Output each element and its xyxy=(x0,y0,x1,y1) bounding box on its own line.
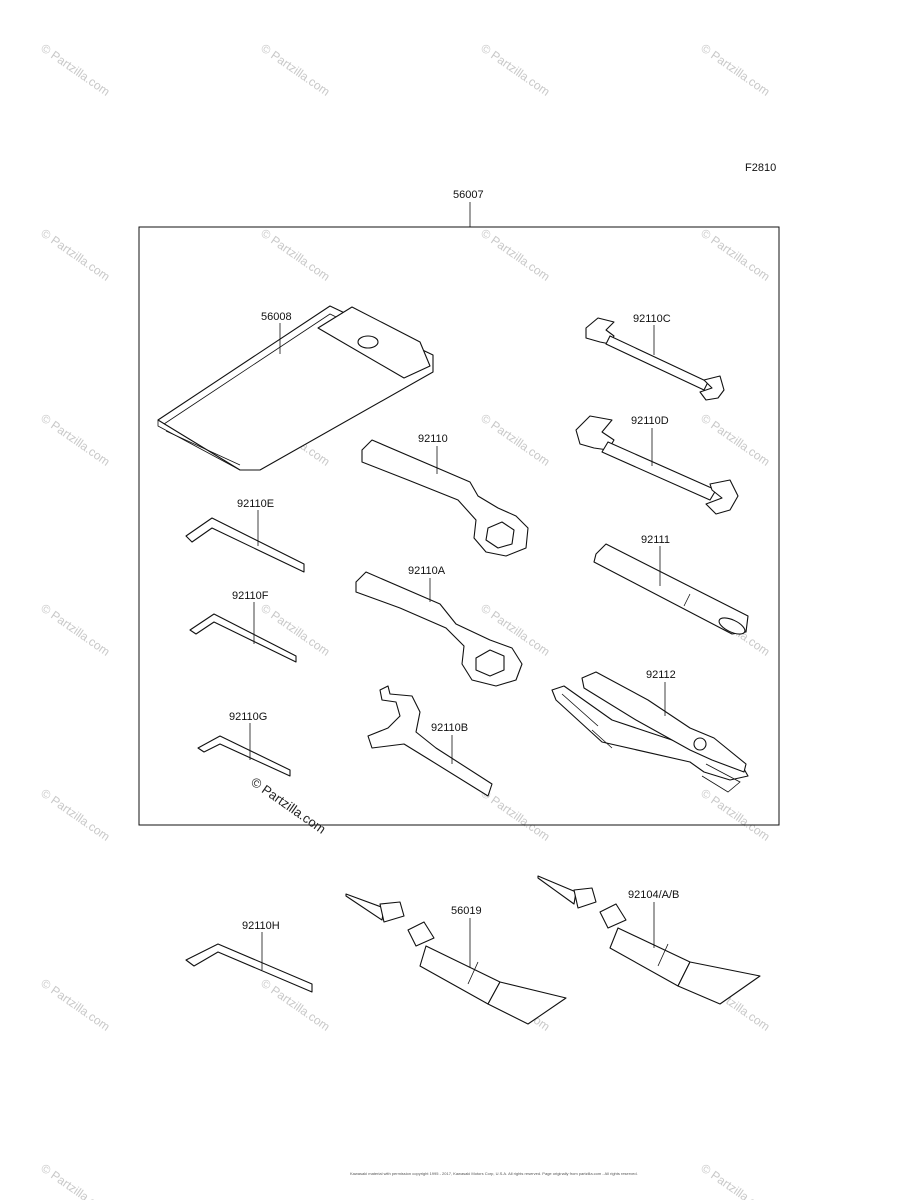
open-end-wrench-92110d[interactable] xyxy=(575,415,739,515)
grease-tube-92104[interactable] xyxy=(537,875,761,1005)
hex-key-92110f[interactable] xyxy=(189,613,297,663)
open-end-wrench-92110c[interactable] xyxy=(585,317,725,401)
figure-code: F2810 xyxy=(745,162,776,174)
box-wrench-92110[interactable] xyxy=(361,439,529,557)
pliers-92112[interactable] xyxy=(551,671,749,793)
box-wrench-92110a[interactable] xyxy=(355,571,523,687)
part-label-92110h[interactable]: 92110H xyxy=(242,920,280,932)
watermark-text: © Partzilla.com xyxy=(38,411,112,469)
watermark-text: © Partzilla.com xyxy=(698,411,772,469)
watermark-text: © Partzilla.com xyxy=(478,41,552,99)
part-label-56019[interactable]: 56019 xyxy=(451,905,482,917)
watermark-text: © Partzilla.com xyxy=(258,41,332,99)
part-label-92110d[interactable]: 92110D xyxy=(631,415,669,427)
watermark-text: © Partzilla.com xyxy=(258,601,332,659)
part-label-92110[interactable]: 92110 xyxy=(418,433,448,445)
watermark-text: © Partzilla.com xyxy=(478,411,552,469)
watermark-text: © Partzilla.com xyxy=(38,601,112,659)
part-label-92111[interactable]: 92111 xyxy=(641,534,670,546)
tool-pouch-56008[interactable] xyxy=(157,305,434,471)
extension-handle-92111[interactable] xyxy=(593,543,749,637)
footer-copyright: Kawasaki material with permission copyri… xyxy=(350,1171,638,1176)
watermark-text: © Partzilla.com xyxy=(38,41,112,99)
part-label-92110e[interactable]: 92110E xyxy=(237,498,274,510)
watermark-text: © Partzilla.com xyxy=(698,1161,772,1200)
watermark-text: © Partzilla.com xyxy=(478,226,552,284)
part-label-56007[interactable]: 56007 xyxy=(453,189,484,201)
part-label-92110b[interactable]: 92110B xyxy=(431,722,468,734)
part-label-92104-a-b[interactable]: 92104/A/B xyxy=(628,889,679,901)
watermark-text: © Partzilla.com xyxy=(698,786,772,844)
watermark-text: © Partzilla.com xyxy=(38,786,112,844)
watermark-text: © Partzilla.com xyxy=(698,41,772,99)
watermark-text: © Partzilla.com xyxy=(258,226,332,284)
partzilla-watermark: © Partzilla.com xyxy=(248,774,328,837)
watermark-pattern: © Partzilla.com © Partzilla.com © Partzi… xyxy=(38,41,772,1200)
watermark-text: © Partzilla.com xyxy=(698,226,772,284)
part-label-92112[interactable]: 92112 xyxy=(646,669,676,681)
watermark-text: © Partzilla.com xyxy=(38,976,112,1034)
watermark-text: © Partzilla.com xyxy=(38,1161,112,1200)
watermark-text: © Partzilla.com xyxy=(38,226,112,284)
part-label-92110a[interactable]: 92110A xyxy=(408,565,446,577)
grease-tube-56019[interactable] xyxy=(345,893,567,1025)
hex-key-92110e[interactable] xyxy=(185,517,305,573)
hex-key-92110h[interactable] xyxy=(185,943,313,993)
part-label-56008[interactable]: 56008 xyxy=(261,311,292,323)
hex-key-92110g[interactable] xyxy=(197,735,291,777)
kit-frame xyxy=(138,226,780,826)
part-label-92110c[interactable]: 92110C xyxy=(633,313,671,325)
part-label-92110f[interactable]: 92110F xyxy=(232,590,269,602)
spanner-wrench-92110b[interactable] xyxy=(367,685,493,797)
watermark-text: © Partzilla.com xyxy=(478,786,552,844)
part-label-92110g[interactable]: 92110G xyxy=(229,711,267,723)
